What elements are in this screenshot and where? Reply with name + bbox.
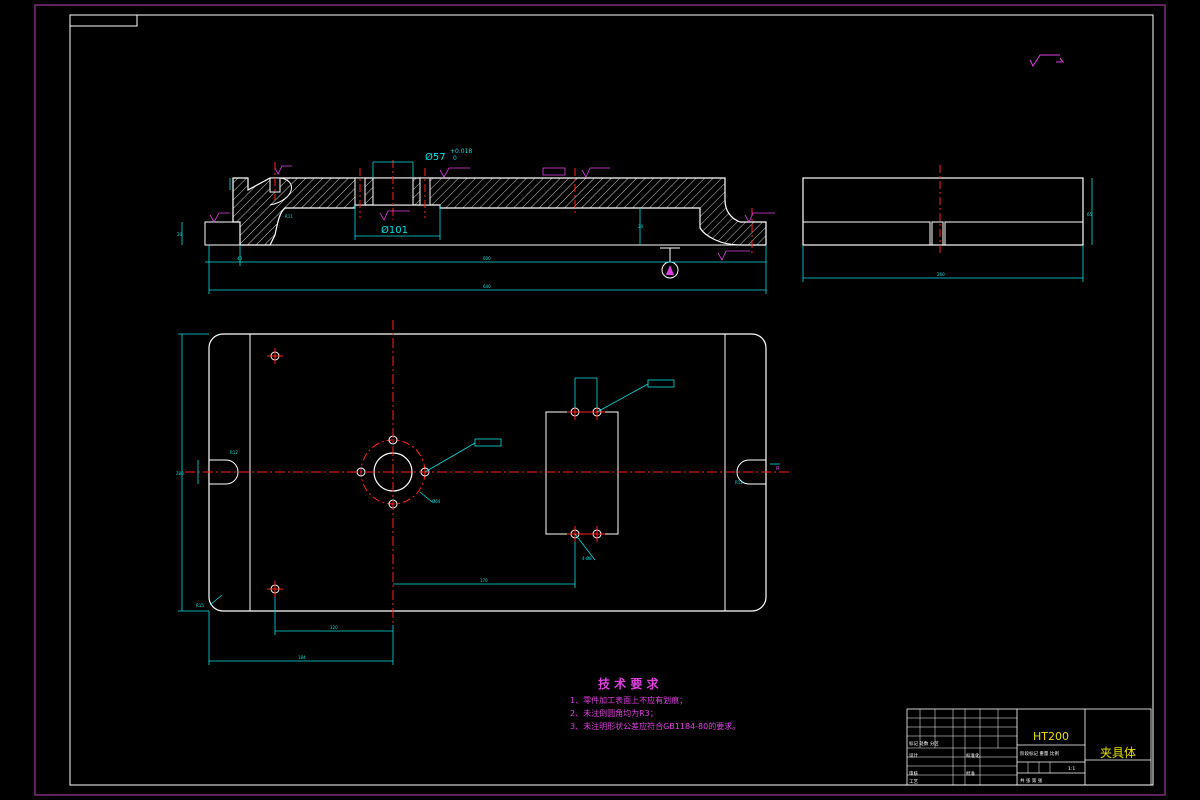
roughness-symbol-general <box>1029 54 1064 68</box>
title-block-small-labels: 标记 处数 分区 设计 审核 工艺 标准化 批准 阶段标记 重量 比例 共 张 … <box>909 740 1075 785</box>
plan-view: 120 184 170 280 R15 R12 R12 Ø64 4-Ø8 R <box>176 320 790 665</box>
svg-text:共 张 第 张: 共 张 第 张 <box>1020 777 1043 784</box>
front-view-small-labels: 600 640 40 20 20 R11 <box>177 214 644 289</box>
svg-text:R15: R15 <box>196 603 204 608</box>
front-left-arc <box>269 177 292 206</box>
front-left-foot <box>204 221 241 246</box>
svg-text:20: 20 <box>638 224 644 229</box>
side-view-slot <box>803 221 1083 245</box>
title-block <box>906 708 1152 786</box>
svg-text:标准化: 标准化 <box>966 752 980 759</box>
material-label: HT200 <box>1033 730 1069 743</box>
svg-text:184: 184 <box>298 655 306 660</box>
svg-text:R11: R11 <box>285 214 293 219</box>
pin-pattern-box <box>545 411 619 535</box>
right-u-slot <box>736 459 766 485</box>
svg-text:R12: R12 <box>735 480 743 485</box>
side-view-key <box>931 221 944 246</box>
svg-text:280: 280 <box>176 471 184 476</box>
dia-57-lower-tol: 0 <box>453 155 457 162</box>
tech-req-item-1: 1、零件加工表面上不应有划痕； <box>570 695 687 705</box>
svg-text:R: R <box>776 466 780 472</box>
left-u-slot <box>209 459 239 485</box>
svg-text:1:1: 1:1 <box>1068 766 1075 772</box>
svg-text:批准: 批准 <box>966 770 975 777</box>
svg-text:标记 处数 分区: 标记 处数 分区 <box>909 740 939 747</box>
svg-text:审核: 审核 <box>909 770 918 777</box>
svg-text:R12: R12 <box>230 450 238 455</box>
svg-text:Ø64: Ø64 <box>432 499 441 504</box>
front-view-dimensions <box>181 161 767 294</box>
svg-text:640: 640 <box>483 284 491 289</box>
svg-text:170: 170 <box>480 578 488 583</box>
svg-text:20: 20 <box>177 232 183 237</box>
side-view: 260 65 <box>802 165 1093 282</box>
dia-57-upper-tol: +0.018 <box>450 148 472 155</box>
dia-101-label: Ø101 <box>381 224 408 236</box>
tech-req-item-3: 3、未注明形状公差应符合GB1184-80的要求。 <box>570 721 740 731</box>
tech-req-item-2: 2、未注倒圆角均为R3； <box>570 708 658 718</box>
svg-text:工艺: 工艺 <box>909 779 918 785</box>
svg-text:4-Ø8: 4-Ø8 <box>582 556 592 561</box>
part-name-label: 夹具体 <box>1100 746 1136 760</box>
inner-drawing-frame <box>69 14 1154 786</box>
svg-text:600: 600 <box>483 256 491 261</box>
svg-text:120: 120 <box>330 625 338 630</box>
dia-57-label: Ø57 <box>425 151 446 163</box>
svg-text:65: 65 <box>1087 212 1093 217</box>
svg-text:40: 40 <box>237 256 243 261</box>
svg-text:260: 260 <box>937 272 945 277</box>
tech-req-title: 技 术 要 求 <box>598 676 660 691</box>
front-view-hatched-body <box>232 177 767 246</box>
drawing-number-box <box>69 14 138 27</box>
svg-text:阶段标记 重量 比例: 阶段标记 重量 比例 <box>1020 750 1059 757</box>
svg-text:设计: 设计 <box>909 752 918 759</box>
front-section-view <box>204 160 767 279</box>
front-roughness-symbols <box>209 165 775 261</box>
outer-sheet-border <box>34 4 1166 796</box>
datum-triangle-mark <box>666 265 674 275</box>
